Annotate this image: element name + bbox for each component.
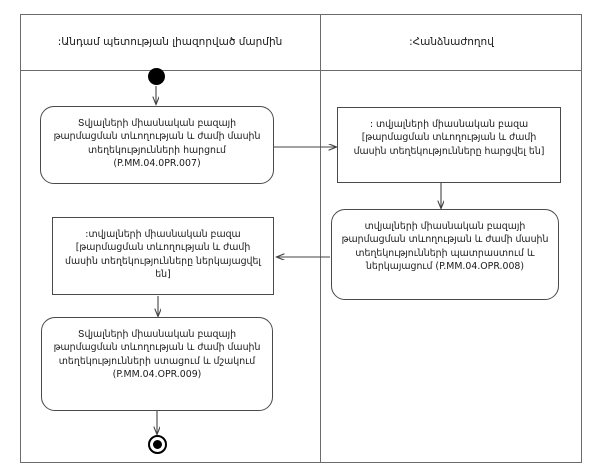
swimlane-divider [320, 14, 321, 463]
swimlane-header-rule [20, 70, 582, 71]
object-node-data-requested-text: : տվյալների միասնական բազա [թարմացման տև… [353, 119, 545, 157]
action-node-opr-008-text: տվյալների միասնական բազայի թարմացման տևո… [341, 221, 549, 273]
swimlane-title-right: :Հանձնաժողով [409, 35, 494, 48]
action-node-opr-009[interactable]: Տվյալների միասնական բազայի թարմացման տևո… [41, 317, 273, 411]
action-node-opr-007-text: Տվյալների միասնական բազայի թարմացման տևո… [53, 118, 261, 170]
object-node-data-presented[interactable]: :տվյալների միասնական բազա [թարմացման տևո… [52, 217, 274, 295]
action-node-opr-009-text: Տվյալների միասնական բազայի թարմացման տևո… [53, 329, 261, 381]
swimlane-title-left: :Անդամ պետության լիազորված մարմին [57, 35, 283, 48]
action-node-opr-008[interactable]: տվյալների միասնական բազայի թարմացման տևո… [331, 209, 559, 300]
swimlane-frame [20, 14, 582, 463]
action-node-opr-007[interactable]: Տվյալների միասնական բազայի թարմացման տևո… [40, 106, 274, 184]
final-node [148, 435, 167, 454]
object-node-data-presented-text: :տվյալների միասնական բազա [թարմացման տևո… [65, 229, 261, 281]
initial-node [148, 68, 165, 85]
object-node-data-requested[interactable]: : տվյալների միասնական բազա [թարմացման տև… [337, 107, 561, 183]
